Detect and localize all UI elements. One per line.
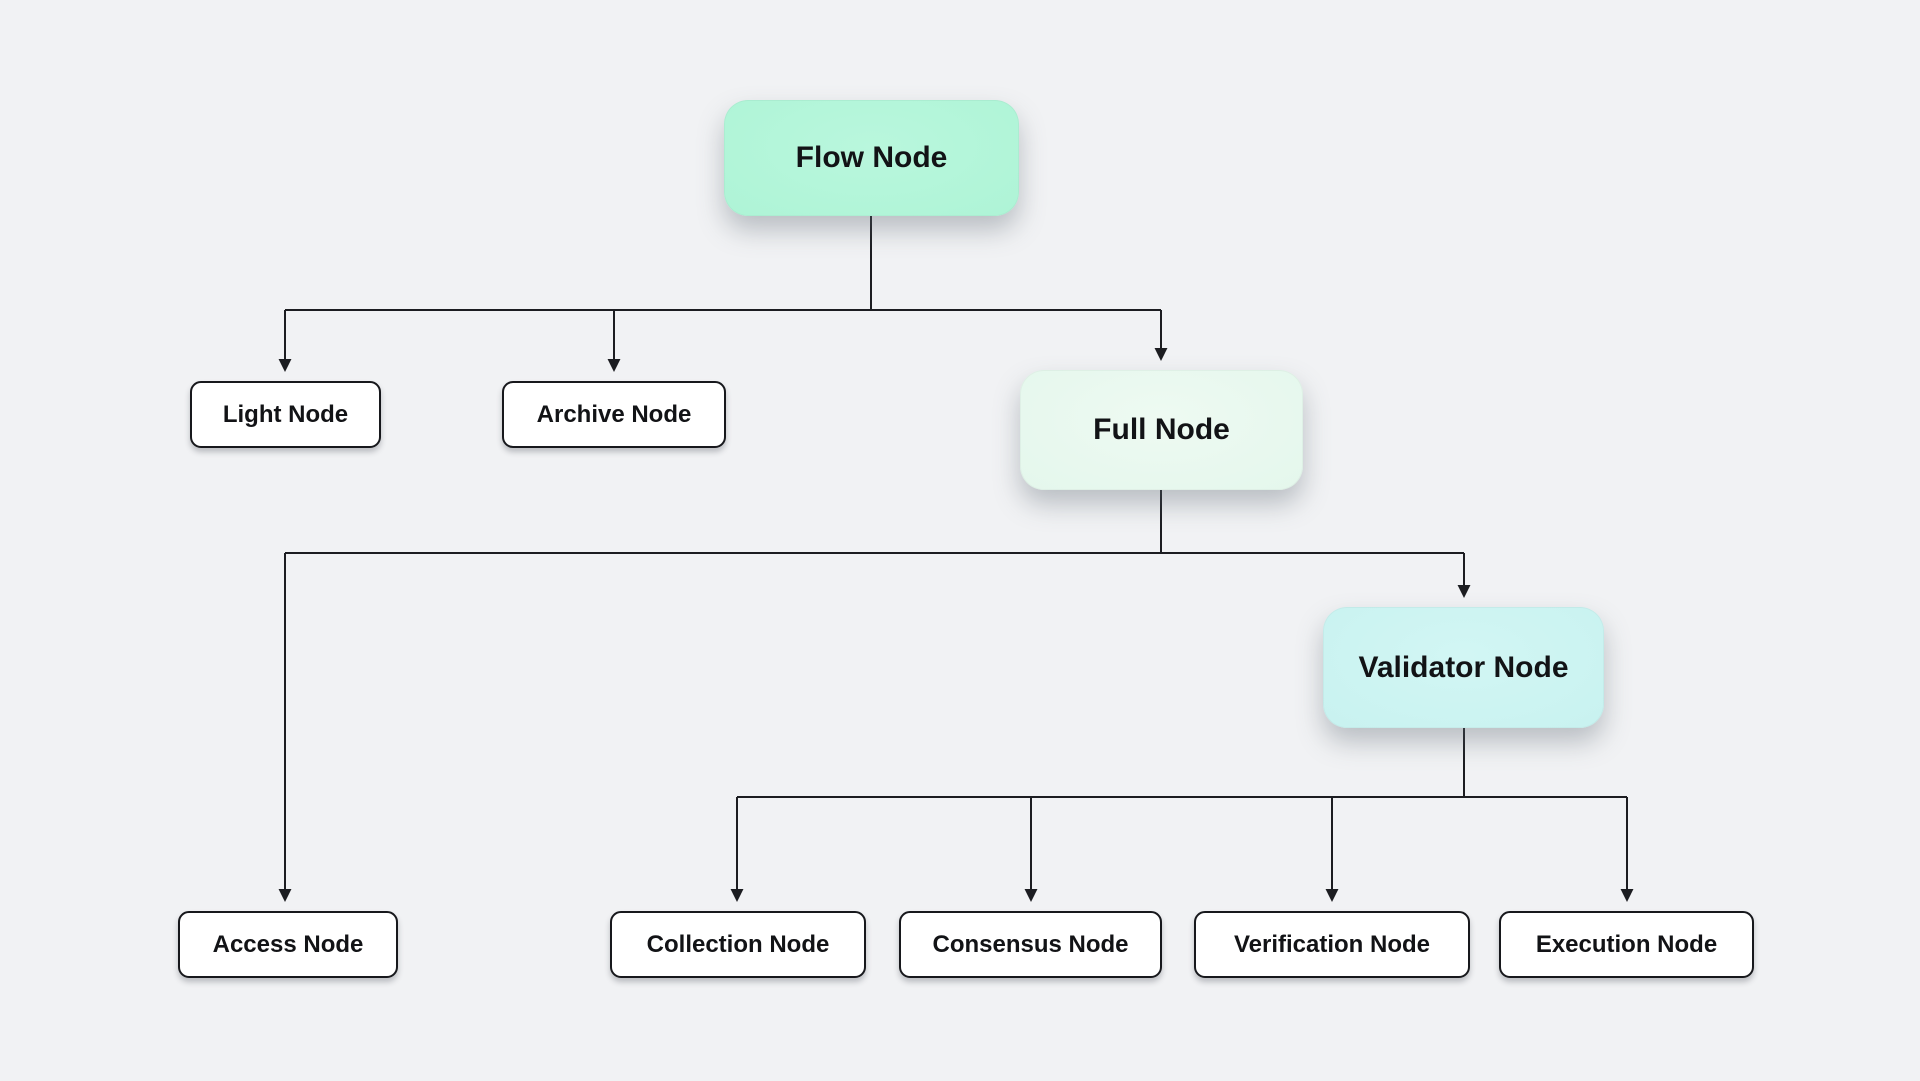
node-collection-label: Collection Node [646, 930, 830, 958]
node-full: Full Node [1020, 370, 1303, 490]
node-flow-label: Flow Node [795, 141, 948, 174]
node-collection: Collection Node [610, 911, 866, 978]
node-flow: Flow Node [724, 100, 1019, 216]
node-execution-label: Execution Node [1535, 930, 1718, 958]
node-validator: Validator Node [1323, 607, 1604, 728]
node-consensus: Consensus Node [899, 911, 1162, 978]
node-access-label: Access Node [212, 930, 364, 958]
node-execution: Execution Node [1499, 911, 1754, 978]
node-validator-label: Validator Node [1358, 650, 1569, 684]
node-verification: Verification Node [1194, 911, 1470, 978]
node-consensus-label: Consensus Node [932, 930, 1129, 958]
node-archive: Archive Node [502, 381, 726, 448]
node-full-label: Full Node [1093, 413, 1230, 446]
node-light-label: Light Node [222, 400, 349, 428]
node-verification-label: Verification Node [1233, 930, 1431, 958]
node-light: Light Node [190, 381, 381, 448]
node-access: Access Node [178, 911, 398, 978]
node-archive-label: Archive Node [536, 400, 692, 428]
